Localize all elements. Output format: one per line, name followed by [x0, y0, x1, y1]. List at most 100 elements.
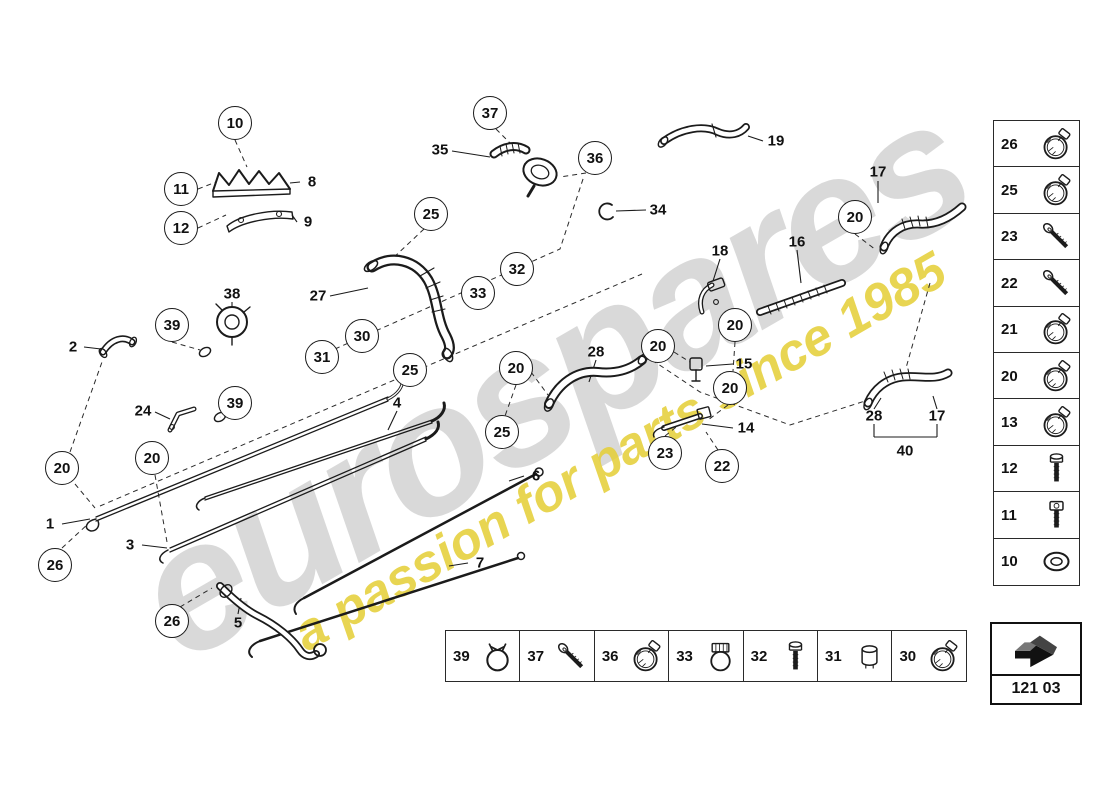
circled-callout-20: 20	[641, 329, 675, 363]
sidebar-part-26: 26	[993, 120, 1080, 168]
part-label-9: 9	[303, 213, 313, 231]
part-label-3: 3	[125, 536, 135, 554]
part-label-35: 35	[431, 141, 449, 159]
circled-callout-32: 32	[500, 252, 534, 286]
part-number: 22	[1001, 274, 1018, 292]
worm-clamp-icon	[1038, 126, 1075, 163]
bolt-icon	[1038, 450, 1075, 487]
part-number: 26	[1001, 135, 1018, 153]
screw-icon	[1038, 218, 1075, 255]
part-number: 33	[676, 647, 693, 665]
part-number: 11	[1001, 506, 1017, 524]
sidebar-part-13: 13	[993, 398, 1080, 447]
part-label-2: 2	[68, 338, 78, 356]
part-label-15: 15	[735, 355, 753, 373]
circled-callout-25: 25	[393, 353, 427, 387]
part-label-17: 17	[869, 163, 887, 181]
circled-callout-36: 36	[578, 141, 612, 175]
part-label-27: 27	[309, 287, 327, 305]
hardware-sidebar: 26 25 23 22 21 20 13 12 11 10	[993, 120, 1080, 586]
part-number: 36	[601, 647, 619, 665]
socket-bolt-icon	[1038, 497, 1075, 534]
part-label-40: 40	[896, 442, 914, 460]
dashed-leader-lines	[61, 128, 931, 608]
part-label-14: 14	[737, 419, 755, 437]
part-number: 31	[825, 647, 842, 665]
worm-clamp-icon	[628, 638, 665, 675]
part-number: 12	[1001, 460, 1018, 478]
circled-callout-23: 23	[648, 436, 682, 470]
part-number: 25	[1001, 181, 1018, 199]
part-label-8: 8	[307, 173, 317, 191]
part-label-17: 17	[928, 407, 946, 425]
part-number: 13	[1001, 413, 1018, 431]
circled-callout-33: 33	[461, 276, 495, 310]
legend-part-37: 37	[519, 630, 596, 682]
part-number: 21	[1001, 321, 1018, 339]
part-code: 121 03	[992, 674, 1080, 703]
circled-callout-22: 22	[705, 449, 739, 483]
direction-arrow-icon	[992, 624, 1080, 674]
spring-clamp-icon	[479, 638, 516, 675]
circled-callout-10: 10	[218, 106, 252, 140]
legend-part-31: 31	[817, 630, 894, 682]
sidebar-part-25: 25	[993, 166, 1080, 215]
circled-callout-25: 25	[414, 197, 448, 231]
screw-icon	[1038, 265, 1075, 302]
circled-callout-20: 20	[45, 451, 79, 485]
circled-callout-20: 20	[838, 200, 872, 234]
part-number: 10	[1001, 553, 1018, 571]
worm-clamp-icon	[1038, 172, 1075, 209]
part-number: 23	[1001, 228, 1018, 246]
sidebar-part-11: 11	[993, 491, 1080, 540]
circled-callout-20: 20	[718, 308, 752, 342]
worm-clamp-icon	[1038, 404, 1075, 441]
worm-clamp-icon	[925, 638, 962, 675]
circled-callout-25: 25	[485, 415, 519, 449]
circled-callout-26: 26	[155, 604, 189, 638]
circled-callout-39: 39	[218, 386, 252, 420]
legend-part-32: 32	[742, 630, 819, 682]
part-label-4: 4	[392, 394, 402, 412]
part-number: 20	[1001, 367, 1018, 385]
circled-callout-26: 26	[38, 548, 72, 582]
part-number: 30	[899, 647, 917, 665]
hardware-legend-row: 39 37 36 33 32 31 30	[445, 630, 968, 682]
part-label-7: 7	[475, 554, 485, 572]
part-label-5: 5	[233, 614, 243, 632]
part-label-6: 6	[531, 467, 541, 485]
screw-icon	[553, 638, 590, 675]
circled-callout-11: 11	[164, 172, 198, 206]
part-label-24: 24	[134, 402, 152, 420]
bolt-icon	[777, 638, 814, 675]
worm-clamp-icon	[1038, 311, 1075, 348]
circled-callout-30: 30	[345, 319, 379, 353]
sidebar-part-20: 20	[993, 352, 1080, 401]
sidebar-part-23: 23	[993, 212, 1080, 261]
part-number: 39	[453, 647, 470, 665]
washer-icon	[1038, 543, 1075, 580]
grommet-icon	[851, 638, 888, 675]
part-code-box: 121 03	[990, 622, 1082, 705]
circled-callout-20: 20	[135, 441, 169, 475]
sidebar-part-12: 12	[993, 444, 1080, 493]
coolant-pipes	[85, 376, 544, 658]
part-number: 37	[527, 647, 545, 665]
legend-part-33: 33	[668, 630, 745, 682]
part-label-28: 28	[865, 407, 883, 425]
legend-part-39: 39	[445, 630, 521, 682]
part-label-16: 16	[788, 233, 806, 251]
circled-callout-39: 39	[155, 308, 189, 342]
sidebar-part-10: 10	[993, 537, 1080, 586]
sidebar-part-22: 22	[993, 259, 1080, 308]
part-label-1: 1	[45, 515, 55, 533]
solid-leader-lines	[61, 135, 938, 615]
band-clamp-icon	[702, 638, 739, 675]
circled-callout-31: 31	[305, 340, 339, 374]
part-label-34: 34	[649, 201, 667, 219]
circled-callout-12: 12	[164, 211, 198, 245]
coolant-hoses	[98, 123, 967, 661]
circled-callout-20: 20	[713, 371, 747, 405]
